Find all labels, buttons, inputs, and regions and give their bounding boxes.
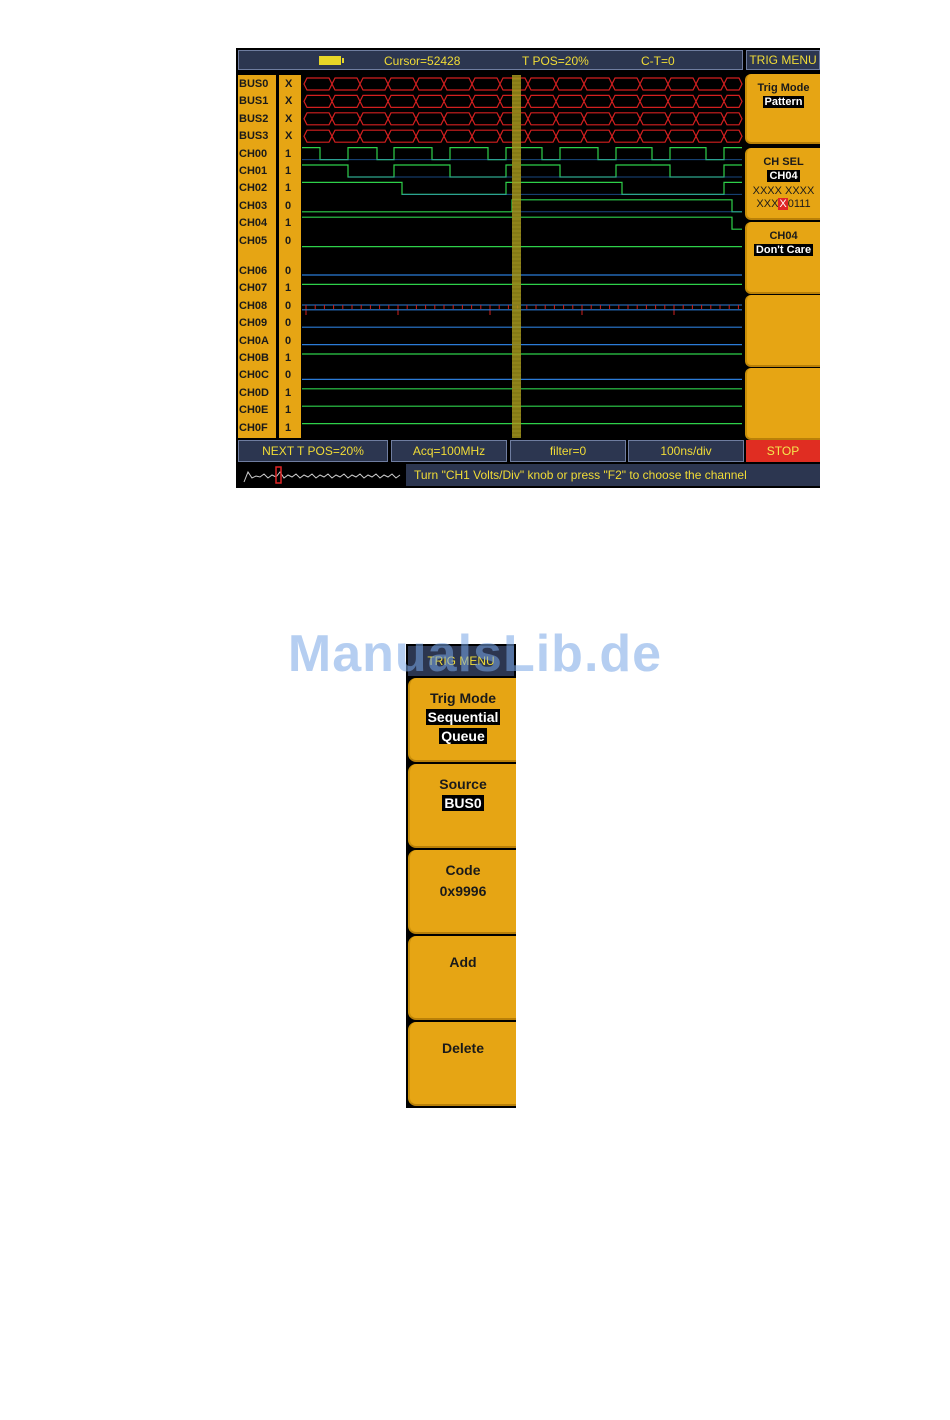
channel-value: 1 (285, 282, 292, 295)
ch-sel-label: CH SEL (763, 156, 804, 168)
channel-label: CH0A (239, 334, 269, 347)
timebase-readout: 100ns/div (628, 440, 744, 462)
channel-value: X (285, 112, 293, 125)
source-label: Source (439, 776, 487, 792)
channel-condition-label: CH04 (769, 230, 798, 242)
channel-value: 0 (285, 234, 292, 247)
channel-value: 0 (285, 334, 292, 347)
next-tpos-readout: NEXT T POS=20% (238, 440, 388, 462)
channel-label: CH03 (239, 199, 268, 212)
channel-label: BUS1 (239, 95, 269, 108)
channel-value: 0 (285, 299, 292, 312)
trig-mode-value-2a: Sequential (425, 709, 501, 725)
trig-mode-value-2b: Queue (439, 728, 487, 744)
channel-value: 0 (285, 265, 292, 277)
trigger-cursor-band (512, 75, 521, 438)
channel-label: CH0B (239, 352, 269, 364)
trig-mode-label-2: Trig Mode (429, 690, 497, 706)
run-stop-indicator[interactable]: STOP (746, 440, 820, 462)
ch-sel-value: CH04 (767, 170, 800, 182)
channel-value: 1 (285, 165, 292, 177)
channel-value: 1 (285, 182, 292, 195)
bus-waveform (303, 77, 743, 91)
bus-waveform (303, 94, 743, 108)
channel-label: CH04 (239, 217, 268, 230)
empty-softkey-5[interactable] (745, 368, 820, 440)
acquisition-rate-readout: Acq=100MHz (391, 440, 507, 462)
waveform-background (302, 75, 744, 438)
delete-label: Delete (441, 1040, 485, 1056)
ch-sel-button[interactable]: CH SEL CH04 XXXX XXXX XXXX0111 (745, 148, 820, 220)
empty-softkey-4[interactable] (745, 295, 820, 367)
channel-value: 1 (285, 386, 292, 399)
trig-mode-button-2[interactable]: Trig Mode Sequential Queue (408, 678, 516, 762)
pattern-bits-line2-b: 0111 (787, 198, 811, 210)
trig-menu-sequential-queue: TRIG MENU Trig Mode Sequential Queue Sou… (406, 644, 516, 1108)
watermark: ManualsLib.de (287, 625, 663, 683)
cursor-readout: Cursor=52428 (384, 54, 461, 68)
channel-condition-value: Don't Care (753, 244, 814, 256)
channel-label: CH06 (239, 265, 268, 277)
pattern-bits-line2-a: XXX (756, 198, 779, 210)
waveform-display[interactable] (302, 75, 744, 438)
source-button[interactable]: Source BUS0 (408, 764, 516, 848)
channel-label: CH01 (239, 165, 268, 177)
channel-value: 0 (285, 199, 292, 212)
help-message: Turn "CH1 Volts/Div" knob or press "F2" … (406, 464, 820, 486)
channel-condition-button[interactable]: CH04 Don't Care (745, 222, 820, 294)
trigger-position-readout: T POS=20% (522, 54, 589, 68)
channel-waveform-high (302, 146, 742, 161)
channel-value: 1 (285, 404, 292, 417)
bus-waveform (303, 129, 743, 143)
code-label: Code (445, 862, 481, 878)
add-label: Add (449, 954, 477, 970)
code-value: 0x9996 (439, 883, 487, 899)
channel-label: CH00 (239, 147, 268, 160)
channel-value: 0 (285, 369, 292, 382)
channel-label: CH0D (239, 386, 269, 399)
add-button[interactable]: Add (408, 936, 516, 1020)
channel-label: CH07 (239, 282, 268, 295)
code-button[interactable]: Code 0x9996 (408, 850, 516, 934)
channel-waveform-high (302, 181, 742, 196)
channel-label: BUS2 (239, 112, 269, 125)
logic-analyzer-screen-pattern: Cursor=52428 T POS=20% C-T=0 TRIG MENU B… (236, 48, 820, 488)
status-bar: Cursor=52428 T POS=20% C-T=0 (238, 50, 743, 70)
channel-label: CH0E (239, 404, 269, 417)
battery-icon (319, 56, 344, 65)
channel-label: CH08 (239, 299, 268, 312)
source-value: BUS0 (442, 795, 484, 811)
pattern-bits: XXXX XXXX XXXX0111 (747, 185, 820, 211)
trig-menu-title-2: TRIG MENU (408, 646, 514, 676)
channel-value: X (285, 130, 293, 143)
channel-value: 1 (285, 352, 292, 364)
filter-readout: filter=0 (510, 440, 626, 462)
channel-label: BUS3 (239, 130, 269, 143)
trig-mode-button[interactable]: Trig Mode Pattern (745, 74, 820, 144)
channel-label: CH0C (239, 369, 269, 382)
pattern-bit-selected: X (778, 198, 788, 210)
channel-value: 1 (285, 217, 292, 230)
delete-button[interactable]: Delete (408, 1022, 516, 1106)
channel-label: CH02 (239, 182, 268, 195)
channel-label: CH0F (239, 421, 268, 434)
trig-menu-title: TRIG MENU (746, 50, 820, 70)
channel-value: X (285, 78, 293, 90)
trig-mode-label: Trig Mode (757, 82, 810, 94)
pattern-bits-line1: XXXX XXXX (752, 185, 815, 197)
bus-waveform (303, 112, 743, 126)
channel-label: CH05 (239, 234, 268, 247)
channel-value: 1 (285, 421, 292, 434)
channel-label: BUS0 (239, 78, 269, 90)
trig-mode-value: Pattern (762, 96, 805, 108)
channel-value: 1 (285, 147, 292, 160)
cursor-trigger-delta-readout: C-T=0 (641, 54, 675, 68)
channel-value: 0 (285, 317, 292, 330)
waveform-overview[interactable] (238, 464, 404, 486)
channel-value: X (285, 95, 293, 108)
channel-label: CH09 (239, 317, 268, 330)
